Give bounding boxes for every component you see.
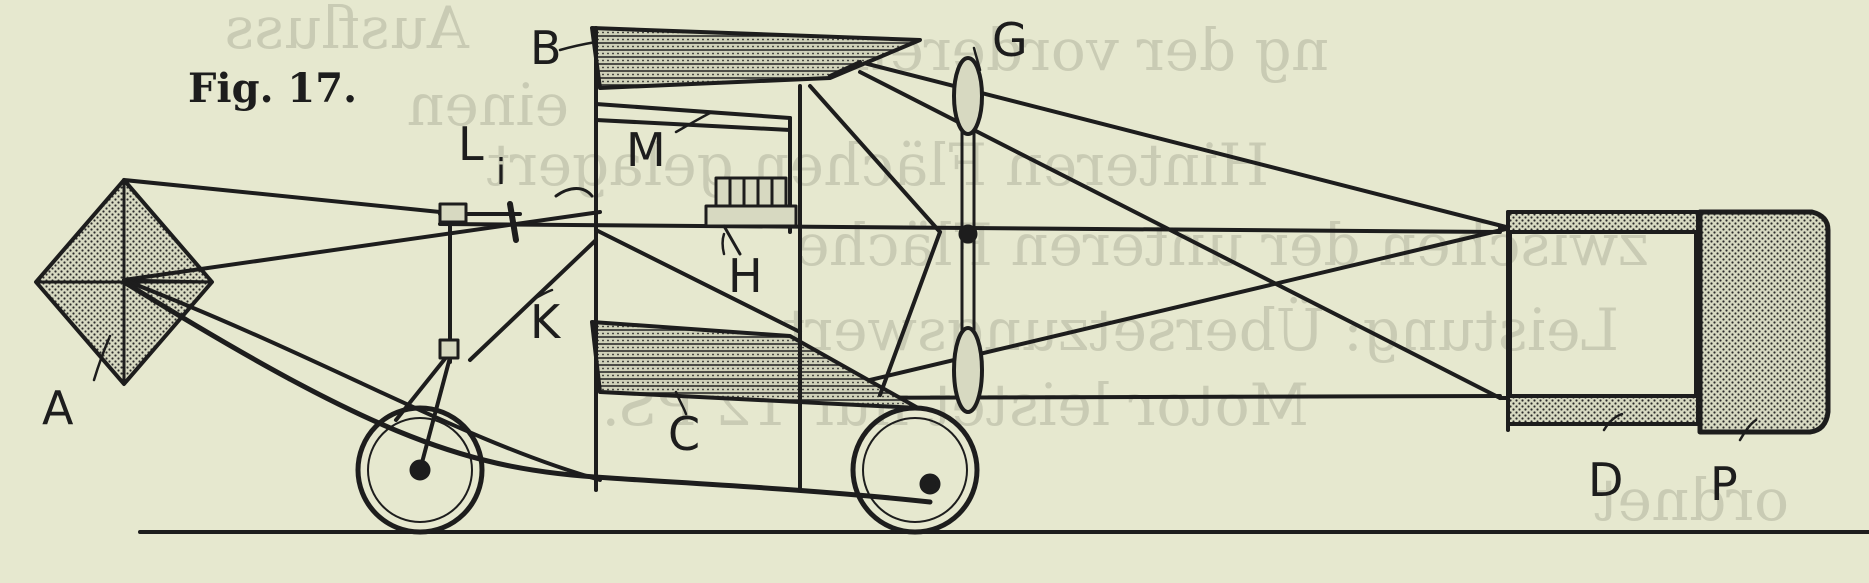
label-b: B: [530, 21, 562, 75]
rudder-p: [1697, 209, 1831, 435]
propeller-g: [952, 56, 984, 414]
label-l-subscript: i: [496, 152, 506, 193]
wing-cell-struts: [594, 26, 942, 492]
lower-wing-c: [590, 320, 920, 410]
bleed-line: ordnet: [1594, 466, 1789, 534]
label-h: H: [728, 249, 763, 303]
label-c: C: [668, 407, 700, 461]
bleed-line: Leistung: Übersetzungswert: [782, 296, 1619, 364]
bleed-line: ng der vorderen: [852, 16, 1329, 84]
tail-plane-d: [1506, 210, 1700, 432]
label-m: M: [626, 123, 666, 177]
label-a: A: [42, 381, 74, 435]
label-l: L: [458, 117, 484, 171]
landing-skid: [121, 279, 933, 505]
lower-longeron: [798, 394, 1502, 400]
front-wheel: [355, 405, 485, 535]
label-d: D: [1588, 453, 1623, 507]
rear-wheel: [850, 405, 980, 535]
bleed-line: Ausfluss: [224, 0, 470, 62]
label-g: G: [992, 13, 1028, 67]
figure-title: Fig. 17.: [188, 65, 357, 112]
engine-h: [704, 176, 798, 256]
label-p: P: [1710, 457, 1738, 511]
label-k: K: [530, 295, 562, 349]
label-leaders: [92, 40, 1758, 442]
bleed-line: einen: [407, 71, 569, 139]
tail-frame: [1498, 226, 1702, 400]
